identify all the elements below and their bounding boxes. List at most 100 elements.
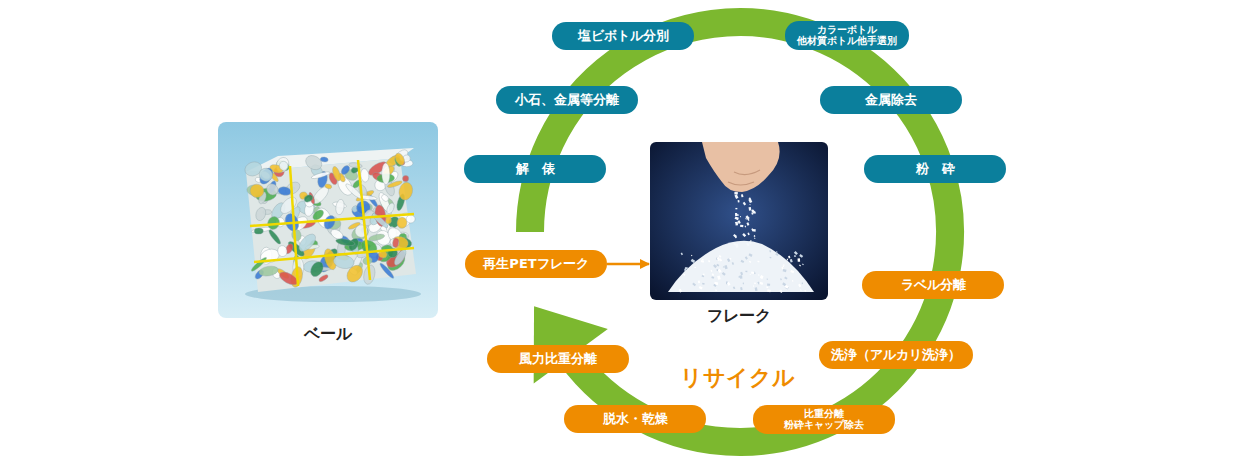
flake-bit bbox=[752, 229, 756, 232]
flake-bit bbox=[702, 275, 705, 277]
flake-bit bbox=[694, 267, 695, 268]
flake-bit bbox=[745, 271, 747, 272]
step-label: 解 俵 bbox=[516, 162, 555, 177]
step-label: 脱水・乾燥 bbox=[603, 412, 668, 427]
step-label: 洗浄（アルカリ洗浄） bbox=[831, 348, 961, 363]
flake-bit bbox=[745, 215, 749, 219]
flake-bit bbox=[792, 280, 793, 282]
flake-bit bbox=[754, 235, 756, 237]
flake-bit bbox=[757, 282, 759, 285]
flake-bit bbox=[681, 253, 683, 256]
flake-bit bbox=[740, 272, 743, 276]
bottle bbox=[296, 231, 318, 254]
flake-photo bbox=[650, 142, 828, 300]
flake-bit bbox=[735, 208, 737, 209]
flake-bit bbox=[757, 261, 759, 263]
bottle bbox=[335, 199, 345, 216]
bale-strap bbox=[250, 214, 414, 226]
flake-bit bbox=[788, 256, 790, 259]
flake-bit bbox=[739, 276, 740, 278]
flake-bit bbox=[753, 211, 756, 213]
bottle bbox=[389, 237, 401, 248]
bottle bbox=[378, 262, 395, 280]
flake-bit bbox=[738, 220, 741, 224]
flake-bit bbox=[727, 258, 730, 262]
flake-bit bbox=[740, 275, 743, 279]
flake-bit bbox=[767, 284, 770, 286]
flake-bit bbox=[749, 261, 751, 263]
flake-bit bbox=[691, 259, 695, 263]
bottle bbox=[267, 228, 282, 245]
flake-bit bbox=[800, 289, 802, 291]
bale-strap bbox=[290, 166, 298, 286]
flake-bit bbox=[799, 265, 801, 267]
process-pill: 塩ビボトル分別 bbox=[552, 22, 694, 50]
process-pill: 比重分離 粉砕キャップ除去 bbox=[753, 405, 895, 434]
flake-bit bbox=[708, 260, 710, 263]
flake-bit bbox=[719, 255, 722, 258]
flake-bit bbox=[745, 226, 747, 228]
bottle bbox=[406, 215, 415, 223]
flake-bit bbox=[711, 270, 713, 272]
bottle bbox=[349, 162, 363, 169]
step-label: 塩ビボトル分別 bbox=[578, 29, 669, 44]
flake-bit bbox=[732, 262, 735, 265]
flake-bit bbox=[798, 284, 801, 288]
flake-bit bbox=[759, 282, 763, 285]
flake-bit bbox=[718, 269, 722, 273]
bottle bbox=[277, 245, 288, 257]
flake-bit bbox=[733, 286, 736, 289]
flake-bit bbox=[749, 207, 752, 211]
step-label: 小石、金属等分離 bbox=[515, 93, 619, 108]
flake-bit bbox=[750, 274, 751, 275]
bottle bbox=[324, 183, 332, 189]
flake-bit bbox=[683, 274, 685, 276]
process-pill: 風力比重分離 bbox=[487, 345, 629, 373]
flake-bit bbox=[769, 257, 771, 259]
process-pill: 金属除去 bbox=[820, 86, 962, 114]
flake-bit bbox=[784, 277, 787, 280]
flake-bit bbox=[794, 255, 796, 257]
flake-bit bbox=[745, 256, 748, 259]
flake-bit bbox=[724, 265, 728, 269]
bottle bbox=[335, 238, 355, 247]
bottle bbox=[318, 274, 329, 283]
flake-bit bbox=[751, 272, 754, 275]
hand bbox=[702, 142, 780, 192]
recycle-ring bbox=[530, 22, 950, 442]
flake-bit bbox=[794, 251, 798, 255]
flake-bit bbox=[746, 242, 749, 246]
bottle bbox=[258, 265, 279, 278]
bottle bbox=[382, 163, 391, 185]
flake-bit bbox=[715, 289, 717, 291]
process-pill: ラベル分離 bbox=[862, 271, 1004, 299]
flake-bit bbox=[713, 264, 717, 268]
flake-bit bbox=[790, 259, 793, 263]
flake-bit bbox=[767, 278, 768, 280]
flake-bits bbox=[679, 192, 807, 293]
flake-bit bbox=[698, 281, 700, 284]
flake-bit bbox=[802, 282, 803, 284]
flake-bit bbox=[748, 253, 752, 257]
flake-bit bbox=[733, 234, 737, 238]
flake-bit bbox=[699, 286, 703, 290]
bottle bbox=[331, 165, 342, 182]
photo-caption: ベール bbox=[218, 324, 438, 345]
flake-bit bbox=[753, 285, 754, 287]
bottle bbox=[371, 212, 390, 229]
flake-bit bbox=[766, 286, 768, 288]
flake-bit bbox=[691, 255, 693, 257]
step-label: 粉 砕 bbox=[916, 162, 955, 177]
bottle bbox=[322, 214, 337, 231]
flake-bit bbox=[716, 264, 719, 267]
flake-bit bbox=[779, 290, 782, 293]
bottle bbox=[385, 202, 395, 215]
process-pill: カラーボトル 他材質ボトル他手選別 bbox=[785, 21, 909, 50]
bale-body bbox=[246, 158, 416, 292]
flake-bit bbox=[740, 287, 743, 290]
flake-bit bbox=[701, 260, 704, 263]
flake-bit bbox=[754, 238, 755, 240]
hand-crease bbox=[728, 170, 760, 185]
step-label: 比重分離 粉砕キャップ除去 bbox=[763, 408, 885, 431]
